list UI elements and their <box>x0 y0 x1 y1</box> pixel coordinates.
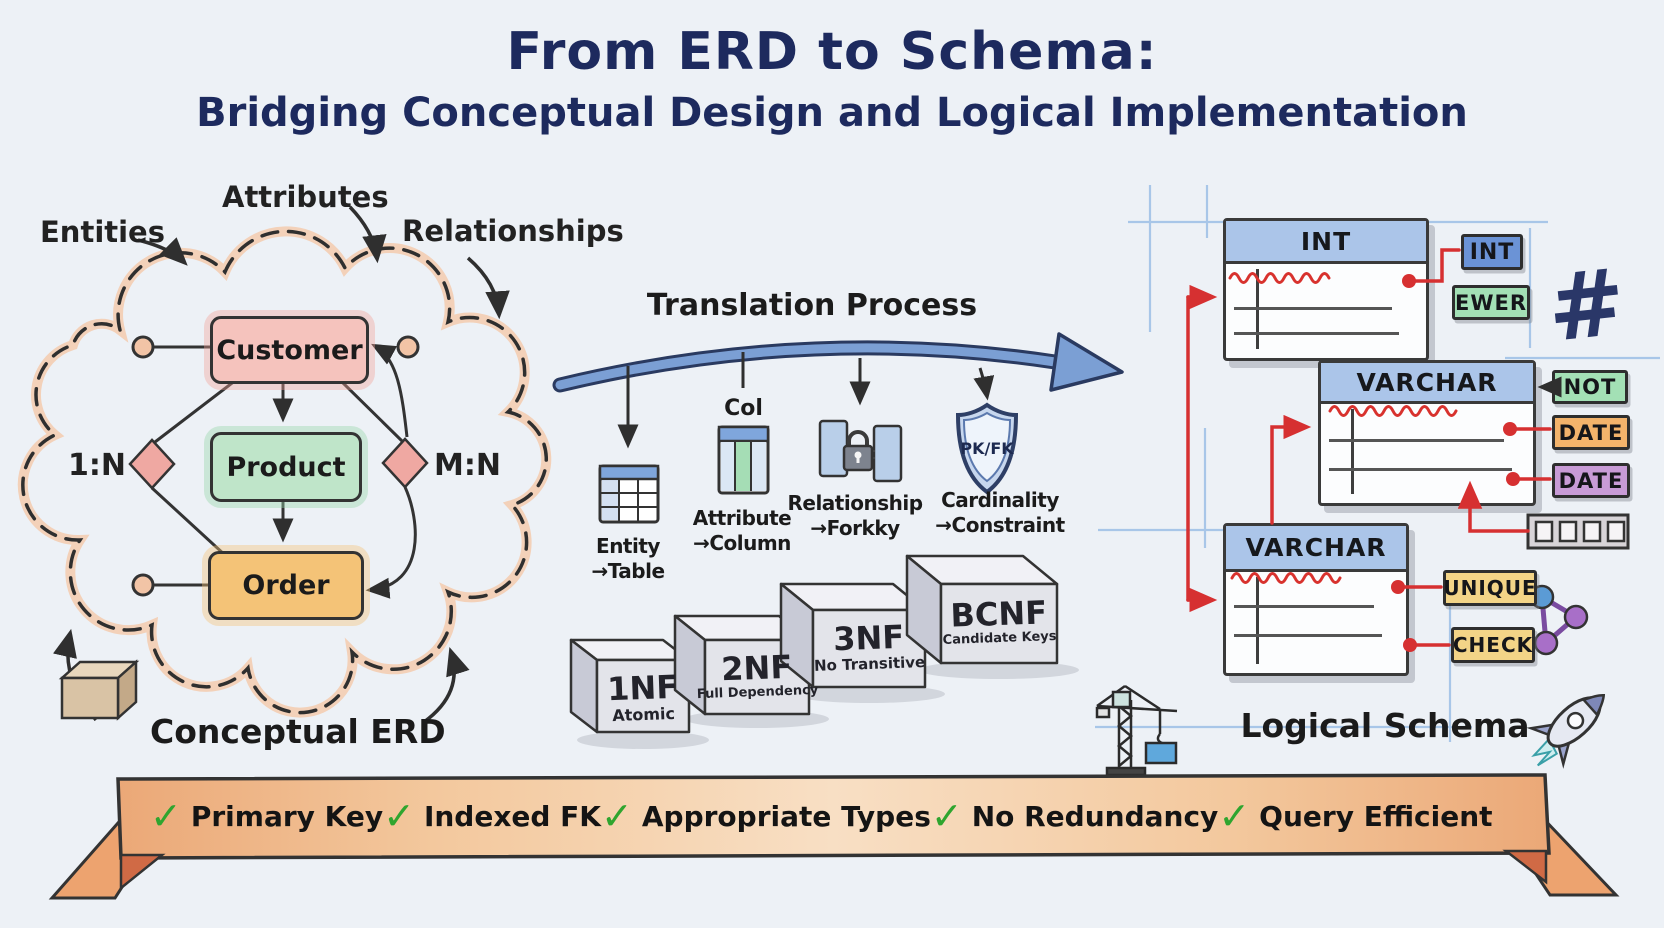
badge-unique: UNIQUE <box>1443 570 1537 606</box>
col-label: Col <box>724 396 763 421</box>
row-line <box>1329 468 1512 471</box>
row-line <box>1234 307 1392 310</box>
banner-item: ✓ Primary Key <box>150 794 383 838</box>
banner-item-label: Appropriate Types <box>641 799 931 833</box>
block-desc: Candidate Keys <box>942 629 1057 649</box>
drop-arrows <box>617 352 995 449</box>
table-body <box>1226 572 1406 669</box>
mapping-to: →Column <box>693 531 791 555</box>
attributes-label: Attributes <box>222 180 389 214</box>
label-arrows <box>53 205 510 724</box>
banner-item-label: No Redundancy <box>971 799 1219 833</box>
page-title: From ERD to Schema: <box>506 22 1158 82</box>
normalization-blocks <box>569 554 1079 749</box>
rocket-icon <box>1526 693 1606 769</box>
block-2nf: 2NF Full Dependency <box>697 644 819 708</box>
block-1nf: 1NF Atomic <box>596 666 690 727</box>
foreign-key-lock-icon <box>818 419 903 483</box>
column-divider <box>1256 577 1259 664</box>
cardinality-1n: 1:N <box>68 448 126 483</box>
relationship-diamonds <box>128 437 429 490</box>
row-line <box>1234 332 1399 335</box>
checkmark-icon: ✓ <box>150 794 182 838</box>
banner-item-label: Query Efficient <box>1259 799 1493 833</box>
banner-checklist: ✓ Primary Key ✓ Indexed FK ✓ Appropriate… <box>150 790 1493 842</box>
banner-item-label: Primary Key <box>190 799 384 833</box>
badge-not: NOT <box>1552 370 1628 404</box>
conceptual-erd-caption: Conceptual ERD <box>150 712 446 751</box>
checkmark-icon: ✓ <box>1218 794 1251 838</box>
mapping-to: →Table <box>591 559 665 583</box>
column-divider <box>1351 409 1354 494</box>
badge-date-orange: DATE <box>1552 415 1630 450</box>
column-icon <box>717 425 770 495</box>
banner-item: ✓ Indexed FK <box>383 794 601 838</box>
block-desc: Full Dependency <box>696 683 819 703</box>
banner-item: ✓ No Redundancy <box>931 794 1218 838</box>
mapping-from: Entity <box>596 534 660 558</box>
crane-icon <box>1095 684 1178 777</box>
banner-ribbon <box>48 773 1620 900</box>
mapping-entity-table: Entity →Table <box>538 534 718 584</box>
erd-cloud <box>17 226 552 718</box>
block-title: 3NF <box>832 617 905 659</box>
mapping-to: →Constraint <box>935 513 1065 537</box>
relationships-label: Relationships <box>402 214 624 248</box>
block-desc: No Transitive <box>813 653 926 676</box>
table-header: INT <box>1226 221 1426 264</box>
block-title: 2NF <box>720 648 793 689</box>
entity-order: Order <box>208 551 364 620</box>
block-3nf: 3NF No Transitive <box>812 614 926 680</box>
table-icon <box>598 464 660 524</box>
entity-product: Product <box>210 432 362 502</box>
mapping-to: →Forkky <box>810 516 900 540</box>
banner-item: ✓ Appropriate Types <box>601 794 931 838</box>
mapping-from: Cardinality <box>941 488 1059 512</box>
attribute-circles <box>131 335 420 597</box>
row-line <box>1234 605 1374 608</box>
mapping-attribute-column: Attribute →Column <box>652 506 832 556</box>
shield-pkfk-label: PK/FK <box>960 438 1014 458</box>
cardinality-mn: M:N <box>434 448 501 483</box>
index-strip-icon <box>1526 513 1630 550</box>
shield-icon <box>955 402 1019 495</box>
block-bcnf: BCNF Candidate Keys <box>940 588 1058 656</box>
page-subtitle: Bridging Conceptual Design and Logical I… <box>196 90 1468 136</box>
translation-title: Translation Process <box>646 288 978 323</box>
table-header: VARCHAR <box>1321 363 1533 404</box>
badge-ewer: EWER <box>1452 285 1530 320</box>
banner-item-label: Indexed FK <box>423 799 602 833</box>
row-line <box>1329 439 1504 442</box>
schema-table-int: INT <box>1223 218 1429 361</box>
block-title: 1NF <box>606 667 679 708</box>
schema-table-varchar-1: VARCHAR <box>1318 360 1536 506</box>
mapping-from: Relationship <box>787 491 923 515</box>
block-title: BCNF <box>949 593 1048 635</box>
checkmark-icon: ✓ <box>930 794 963 838</box>
block-desc: Atomic <box>611 703 676 725</box>
badge-date-purple: DATE <box>1552 463 1630 498</box>
checkmark-icon: ✓ <box>383 794 415 838</box>
mapping-from: Attribute <box>692 506 792 530</box>
checkmark-icon: ✓ <box>601 794 633 838</box>
badge-check: CHECK <box>1451 627 1535 663</box>
erd-connectors <box>150 343 417 599</box>
badge-int: INT <box>1461 234 1523 270</box>
entities-label: Entities <box>40 215 165 249</box>
hash-symbol: # <box>1542 248 1631 363</box>
table-body <box>1226 264 1426 354</box>
mapping-cardinality-constraint: Cardinality →Constraint <box>910 488 1090 538</box>
mapping-relationship-fk: Relationship →Forkky <box>765 491 945 541</box>
row-line <box>1234 634 1382 637</box>
logical-schema-caption: Logical Schema <box>1240 706 1530 745</box>
cube-icon <box>58 659 140 721</box>
banner-item: ✓ Query Efficient <box>1218 794 1492 838</box>
table-header: VARCHAR <box>1226 526 1406 572</box>
schema-table-varchar-2: VARCHAR <box>1223 523 1409 676</box>
entity-customer: Customer <box>210 316 369 384</box>
table-body <box>1321 404 1533 499</box>
